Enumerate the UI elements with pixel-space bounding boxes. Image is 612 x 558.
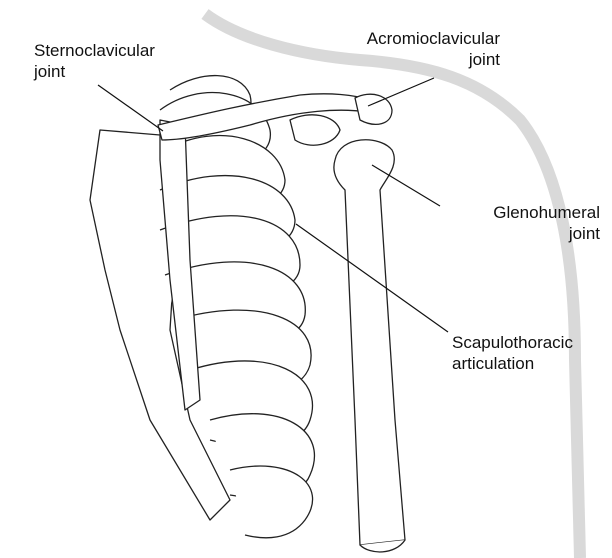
label-line: articulation	[452, 354, 535, 373]
humerus	[333, 139, 406, 546]
coracoid	[289, 114, 341, 146]
acromion	[354, 93, 393, 125]
label-line: Sternoclavicular	[34, 41, 155, 60]
label-line: Scapulothoracic	[452, 333, 573, 352]
leader-sternoclavicular	[97, 84, 164, 132]
label-sternoclavicular-joint: Sternoclavicular joint	[34, 40, 155, 82]
label-line: joint	[34, 62, 66, 81]
body-silhouette	[201, 9, 586, 558]
leader-scapulothoracic	[295, 223, 449, 333]
label-line: Glenohumeral	[493, 203, 600, 222]
label-line: joint	[568, 224, 600, 243]
label-line: joint	[468, 50, 500, 69]
label-scapulothoracic-articulation: Scapulothoracic articulation	[452, 332, 573, 374]
label-acromioclavicular-joint: Acromioclavicular joint	[367, 28, 500, 70]
label-line: Acromioclavicular	[366, 29, 500, 48]
leader-glenohumeral	[371, 164, 441, 207]
leader-acromioclavicular	[367, 77, 435, 107]
label-glenohumeral-joint: Glenohumeral joint	[493, 202, 600, 244]
sternum	[159, 119, 201, 411]
